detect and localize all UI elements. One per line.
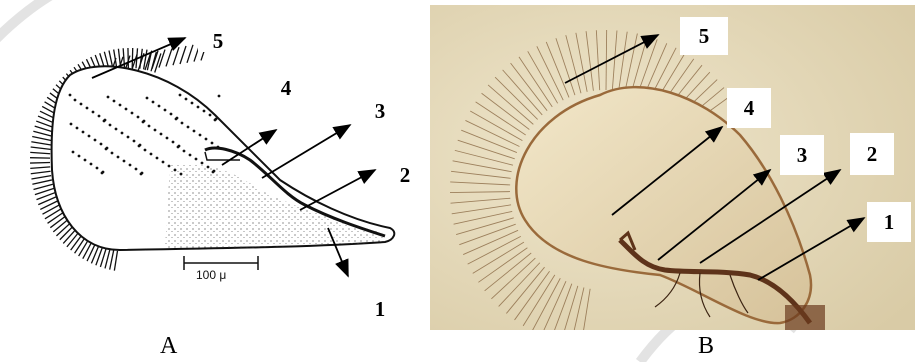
label-a-2: 2 bbox=[385, 164, 425, 186]
label-b-3: 3 bbox=[780, 135, 824, 175]
label-a-4: 4 bbox=[266, 74, 306, 102]
arrow-a-2 bbox=[300, 170, 375, 210]
wing-photo bbox=[430, 5, 915, 330]
caption-a: A bbox=[160, 333, 177, 360]
label-b-2: 2 bbox=[850, 133, 894, 175]
label-a-3: 3 bbox=[360, 100, 400, 122]
label-a-1: 1 bbox=[360, 298, 400, 320]
arrow-a-3 bbox=[262, 125, 350, 178]
label-a-5: 5 bbox=[198, 30, 238, 52]
label-b-5: 5 bbox=[680, 17, 728, 55]
panel-a-drawing: 100 μ 5 4 3 2 1 bbox=[0, 0, 430, 330]
panel-b-photo: 5 4 3 2 1 bbox=[430, 5, 915, 330]
label-b-4: 4 bbox=[727, 88, 771, 128]
scale-label: 100 μ bbox=[196, 268, 226, 282]
caption-b: B bbox=[698, 333, 714, 360]
label-b-1: 1 bbox=[867, 202, 911, 242]
